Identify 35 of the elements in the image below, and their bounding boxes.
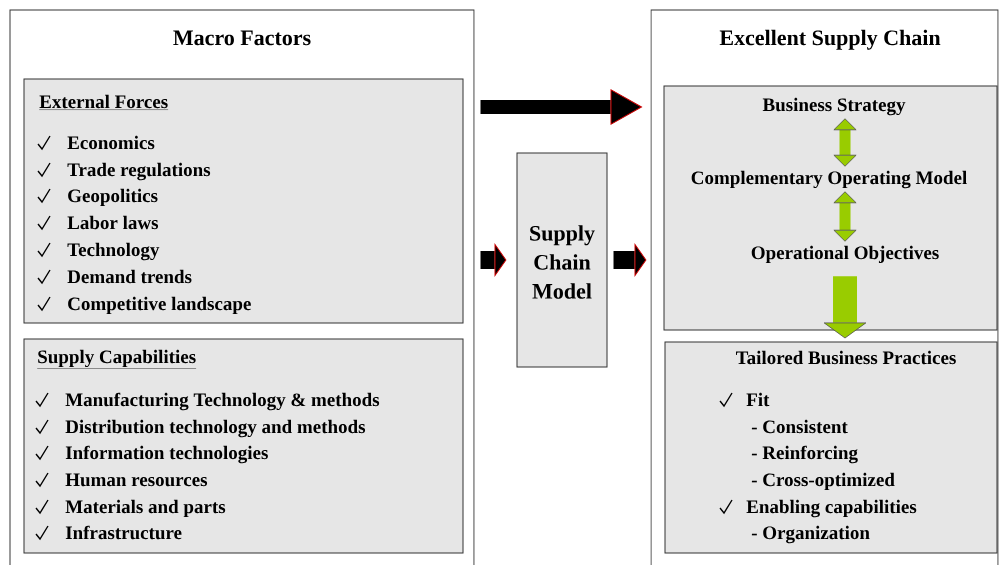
list-item: Competitive landscape [68, 296, 251, 315]
content-box [663, 85, 998, 331]
list-item: Infrastructure [65, 525, 182, 540]
block-arrow [833, 191, 857, 242]
block-arrow [480, 244, 507, 276]
box-label: Business Strategy [762, 97, 906, 116]
list-item: Enabling capabilities [746, 499, 917, 518]
list-heading: External Forces [39, 94, 169, 110]
list-item: - Reinforcing [751, 445, 858, 464]
list-item: Materials and parts [65, 499, 226, 518]
list-item: - Cross-optimized [751, 472, 895, 491]
box-label: Complementary Operating Model [691, 170, 967, 189]
block-arrow [823, 276, 867, 339]
list-item: Distribution technology and methods [65, 419, 366, 438]
list-item: - Organization [751, 525, 870, 544]
list-item: Demand trends [67, 269, 192, 284]
list-item: Technology [67, 242, 160, 261]
list-item: Human resources [65, 473, 208, 487]
list-item: Manufacturing Technology & methods [65, 392, 380, 411]
list-item: Trade regulations [67, 162, 211, 181]
list-item: Geopolitics [68, 188, 158, 207]
list-item: Labor laws [67, 215, 159, 230]
panel-title: Macro Factors [173, 30, 311, 46]
list-heading: Supply Capabilities [37, 349, 197, 369]
list-item: Fit [746, 392, 770, 407]
list-item: Information technologies [65, 445, 268, 464]
block-arrow [613, 244, 647, 276]
list-item: Economics [67, 135, 155, 150]
panel-title: Excellent Supply Chain [719, 29, 941, 50]
box-label: Tailored Business Practices [736, 350, 956, 365]
block-arrow [480, 89, 642, 125]
box-label: Operational Objectives [751, 245, 939, 264]
list-item: - Consistent [751, 419, 848, 434]
block-arrow [833, 118, 857, 167]
box-label: Supply Chain Model [530, 225, 595, 299]
